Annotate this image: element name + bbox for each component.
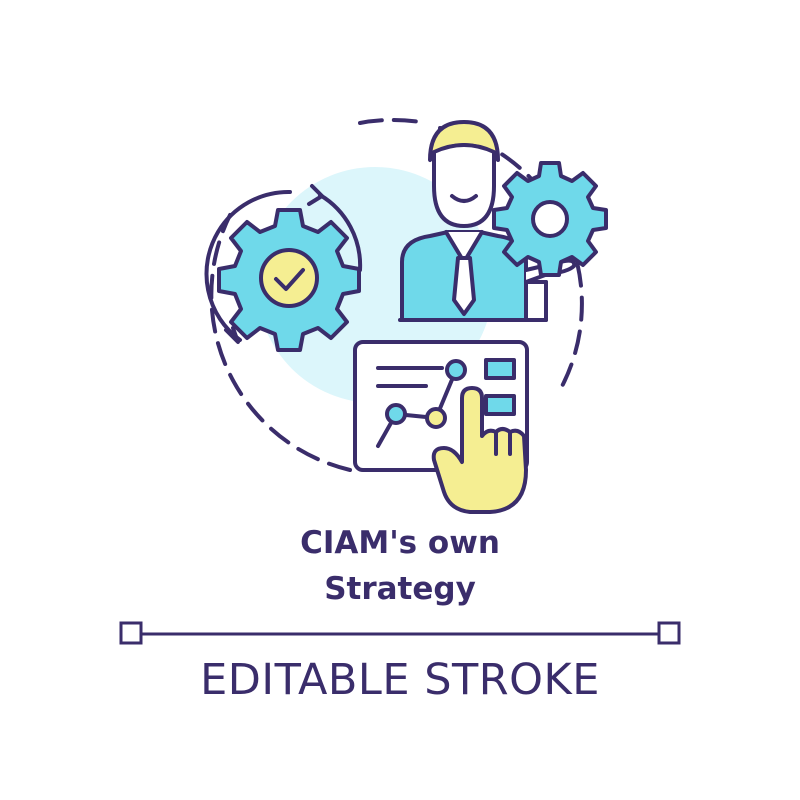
gear-check-icon xyxy=(217,208,361,352)
title-line-1: CIAM's own xyxy=(300,525,500,561)
editable-stroke-caption: EDITABLE STROKE xyxy=(200,655,600,705)
left-handle-icon xyxy=(119,621,143,645)
circular-arrows-icon xyxy=(204,184,363,344)
businessman-icon xyxy=(398,120,577,322)
title-line-2: Strategy xyxy=(324,571,476,607)
editable-stroke-divider xyxy=(119,621,681,645)
pointing-hand-icon xyxy=(431,386,528,514)
gear-icon xyxy=(492,161,608,277)
right-handle-icon xyxy=(657,621,681,645)
